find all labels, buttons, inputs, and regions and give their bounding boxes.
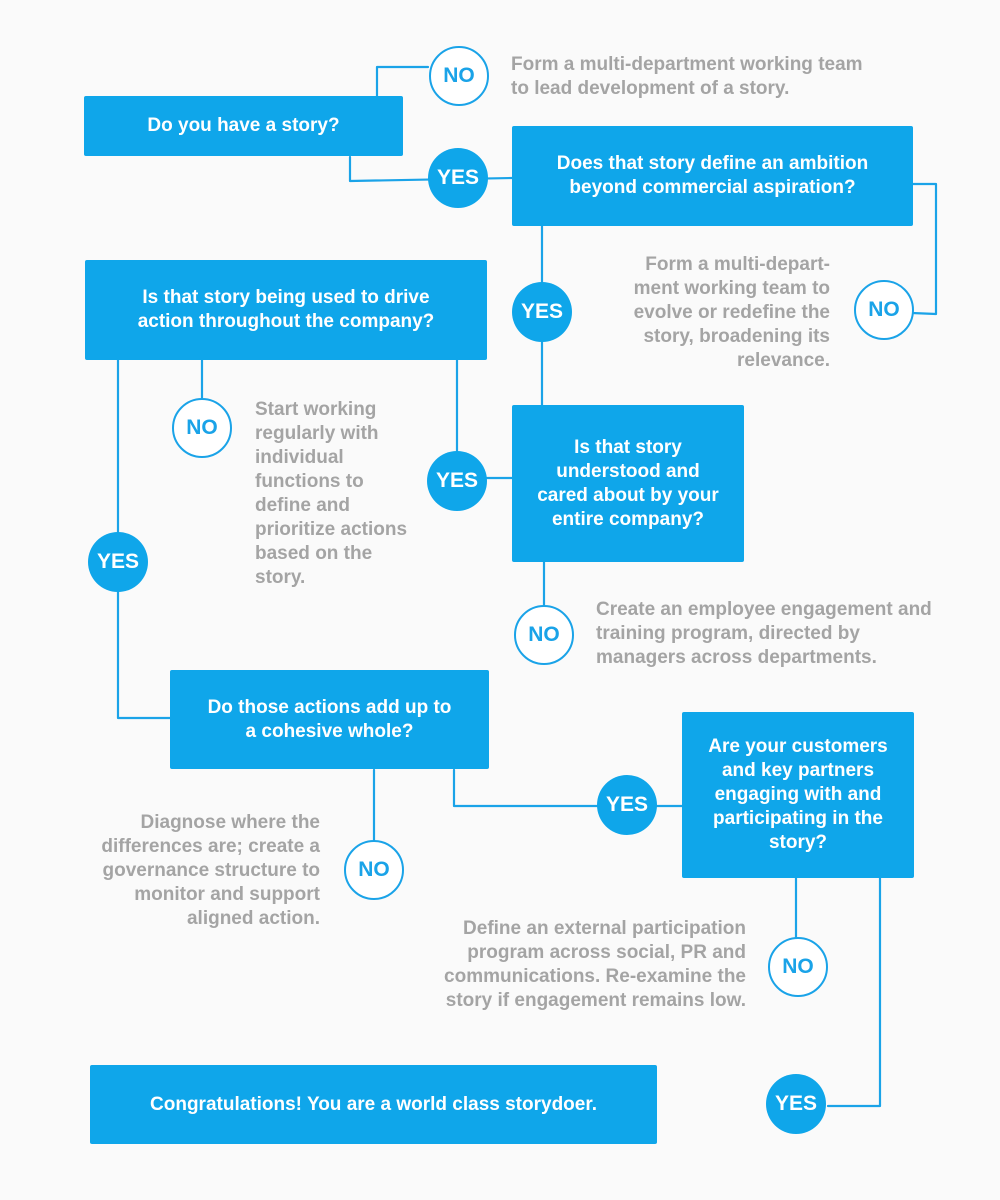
yes-circle-q3-left: YES [88, 532, 148, 592]
no-circle-q1: NO [429, 46, 489, 106]
yes-circle-q1: YES [428, 148, 488, 208]
no-circle-q6: NO [768, 937, 828, 997]
connector-q3-yes-left [116, 358, 174, 720]
connector-q2-no [910, 182, 938, 316]
connector-q6-yes [826, 876, 882, 1108]
action-diagnose-differences: Diagnose where the differences are; crea… [101, 812, 320, 929]
yes-circle-q5: YES [597, 775, 657, 835]
no-circle-q5: NO [344, 840, 404, 900]
question-drive-action: Is that story being used to drive action… [85, 260, 487, 360]
question-define-ambition: Does that story define an ambition beyon… [512, 126, 913, 226]
no-circle-q2: NO [854, 280, 914, 340]
question-customers-partners: Are your customers and key partners enga… [682, 712, 914, 878]
question-understood: Is that story understood and cared about… [512, 405, 744, 562]
action-work-with-functions: Start working regularly with individual … [255, 399, 408, 588]
no-circle-q3: NO [172, 398, 232, 458]
action-employee-program: Create an employee engagement and traini… [596, 599, 932, 668]
question-have-story: Do you have a story? [84, 96, 403, 156]
action-external-program: Define an external participation program… [444, 918, 746, 1011]
yes-circle-q2: YES [512, 282, 572, 342]
action-form-team: Form a multi-department working team to … [511, 54, 863, 99]
final-congratulations: Congratulations! You are a world class s… [90, 1065, 657, 1144]
yes-circle-q3-right: YES [427, 451, 487, 511]
no-circle-q4: NO [514, 605, 574, 665]
question-cohesive-whole: Do those actions add up to a cohesive wh… [170, 670, 489, 769]
yes-circle-q6: YES [766, 1074, 826, 1134]
action-redefine-story: Form a multi-depart-ment working team to… [633, 254, 830, 371]
connector-q1-no [375, 65, 430, 98]
